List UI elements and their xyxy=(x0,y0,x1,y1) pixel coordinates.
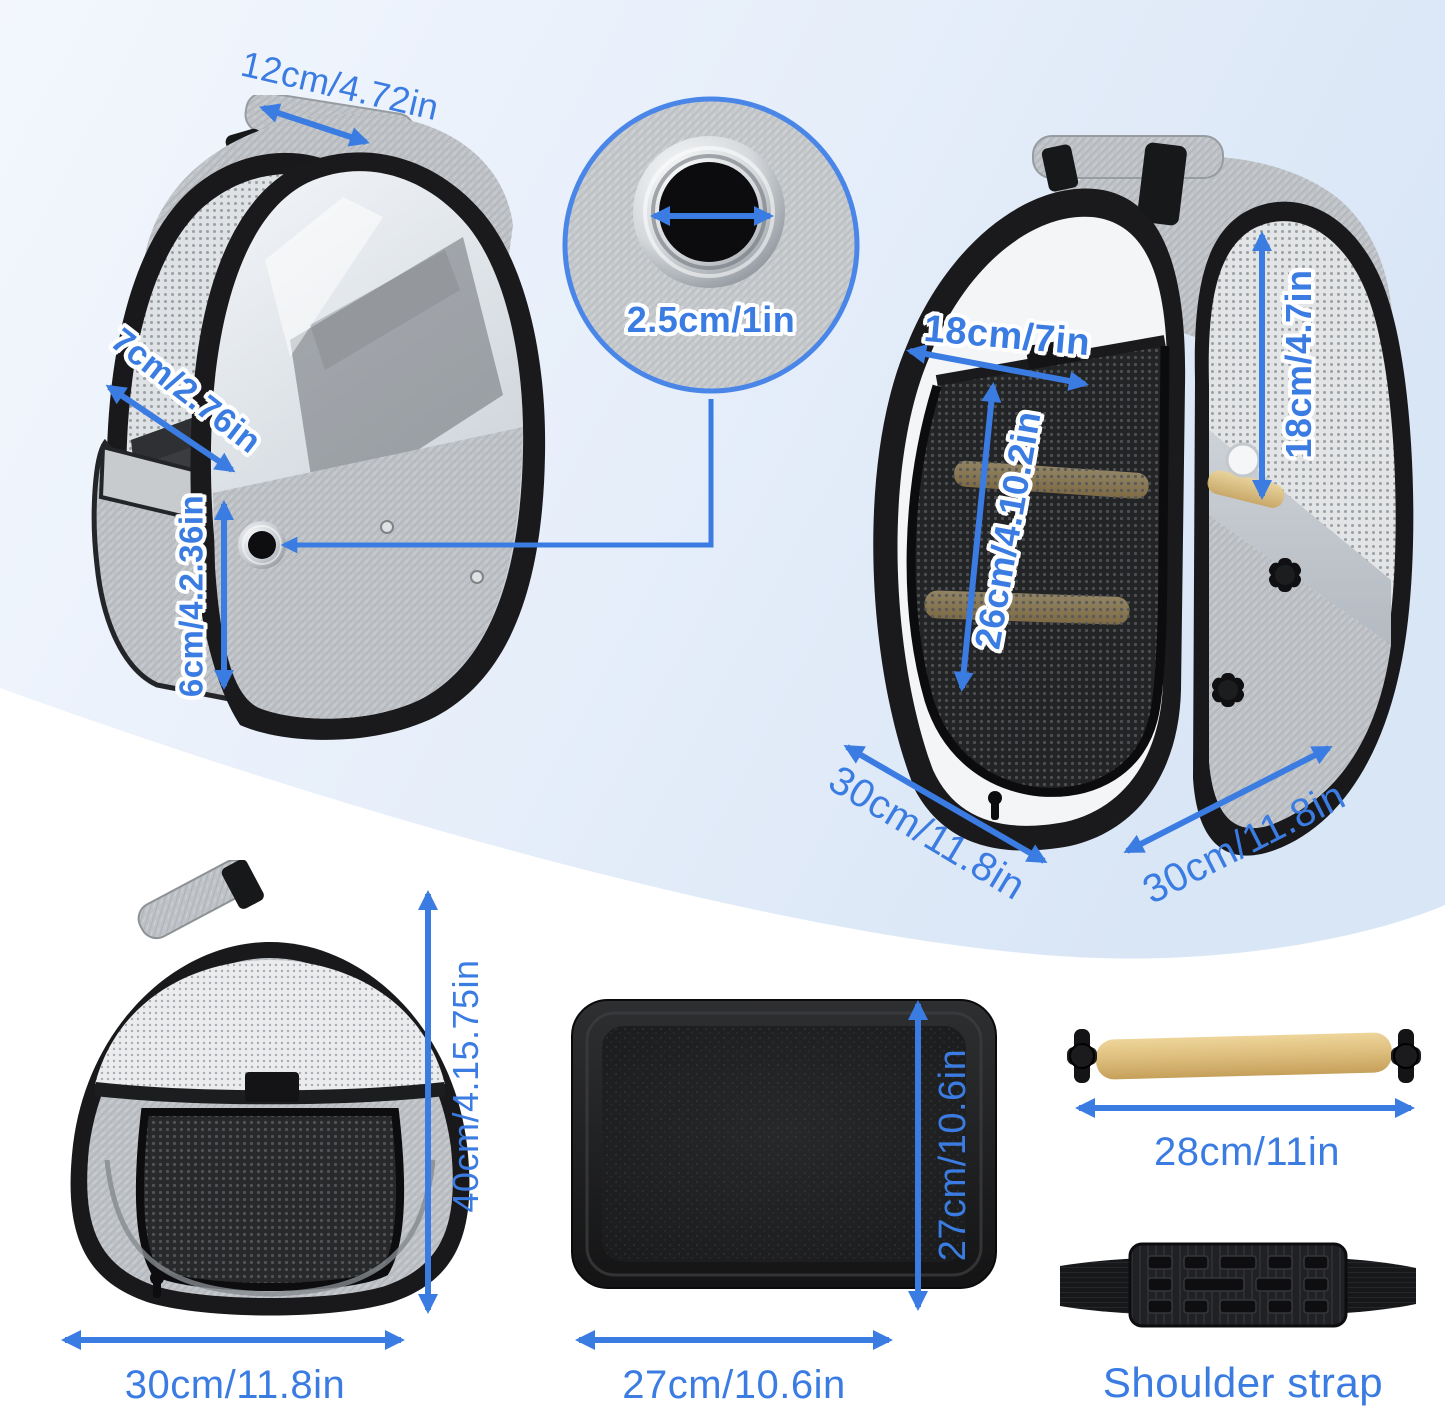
knob xyxy=(1211,673,1245,707)
window-grommet xyxy=(1225,442,1261,478)
front-width-label: 30cm/11.8in xyxy=(124,1363,346,1407)
carry-handle xyxy=(1032,135,1224,226)
tray-height-label: 27cm/10.6in xyxy=(932,1048,974,1262)
callout-ring xyxy=(562,96,860,394)
perch-photo xyxy=(1067,1029,1421,1083)
tray-photo xyxy=(571,999,997,1289)
wing-nut xyxy=(1391,1029,1421,1083)
front-height-label: 40cm/4.15.75in xyxy=(445,959,486,1213)
grommet-detail-callout xyxy=(562,96,860,394)
mesh-door xyxy=(135,1108,405,1298)
vent-grommet xyxy=(238,521,286,569)
side-hole-height-label: 6cm/4.2.36in xyxy=(172,494,210,698)
front-view-carrier-photo xyxy=(70,860,470,1316)
knob xyxy=(1268,558,1302,592)
grommet-diameter-label: 2.5cm/1in xyxy=(626,299,796,340)
shoulder-strap-label: Shoulder strap xyxy=(1102,1359,1384,1406)
shoulder-strap-photo xyxy=(1060,1242,1416,1328)
perch-length-label: 28cm/11in xyxy=(1153,1130,1341,1174)
window-height-label: 18cm/4.7in xyxy=(1278,269,1319,459)
tray-width-label: 27cm/10.6in xyxy=(622,1363,846,1407)
wing-nut xyxy=(1067,1029,1097,1083)
left-carrier-photo xyxy=(91,95,546,740)
carry-handle xyxy=(137,860,264,940)
